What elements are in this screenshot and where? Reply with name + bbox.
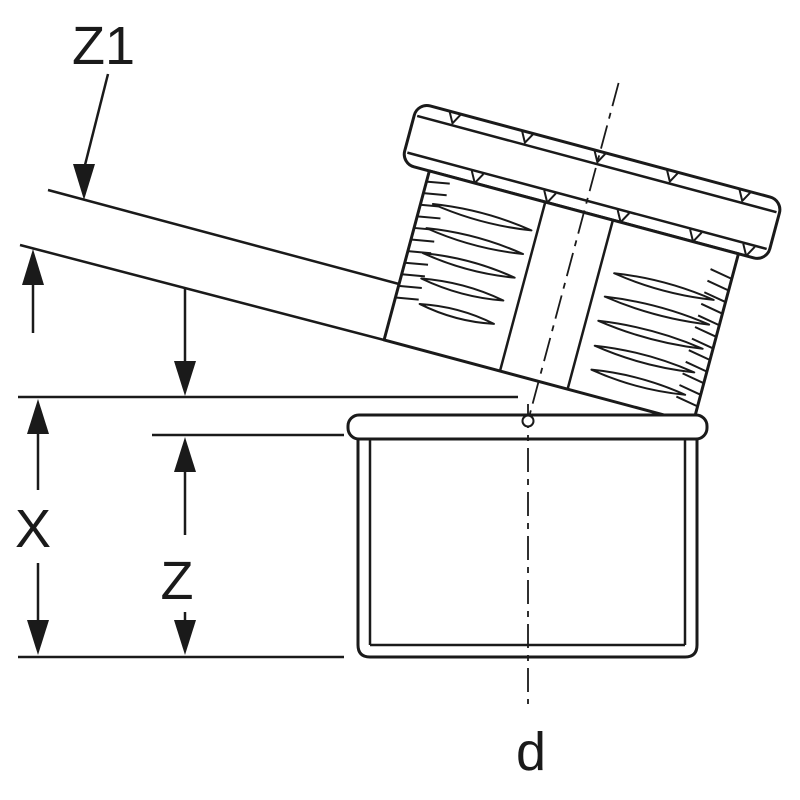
z-bottom-arrowhead-icon	[174, 620, 196, 655]
rib-leaves-right	[590, 272, 715, 396]
axis-intersection-marker	[521, 414, 535, 428]
label-z1: Z1	[72, 16, 135, 76]
x-bottom-arrowhead-icon	[27, 620, 49, 655]
lower-diagonal-line	[19, 243, 385, 342]
tilted-socket	[382, 82, 782, 426]
x-top-arrowhead-icon	[27, 399, 49, 434]
dimension-x	[27, 399, 49, 655]
angled-up-arrowhead-icon	[22, 249, 44, 285]
dimension-z	[174, 437, 196, 655]
z1-arrowhead-icon	[73, 164, 95, 200]
angled-reference-lines	[19, 188, 400, 342]
rib-hatch-right	[675, 268, 733, 408]
dimension-z1	[22, 73, 196, 396]
label-d: d	[516, 722, 546, 782]
collar-top-lip	[416, 114, 777, 214]
label-z: Z	[161, 551, 194, 611]
angled-down-arrowhead-icon	[174, 361, 196, 396]
centerline-tilted	[526, 82, 620, 426]
collar-notches	[448, 110, 756, 257]
rib-leaves-left	[418, 202, 533, 325]
z-top-arrowhead-icon	[174, 437, 196, 472]
z1-leader-line	[83, 73, 110, 166]
body-seam-left	[498, 201, 547, 372]
body-seam-right	[566, 219, 615, 390]
label-x: X	[15, 499, 51, 559]
upper-diagonal-line	[47, 188, 400, 286]
